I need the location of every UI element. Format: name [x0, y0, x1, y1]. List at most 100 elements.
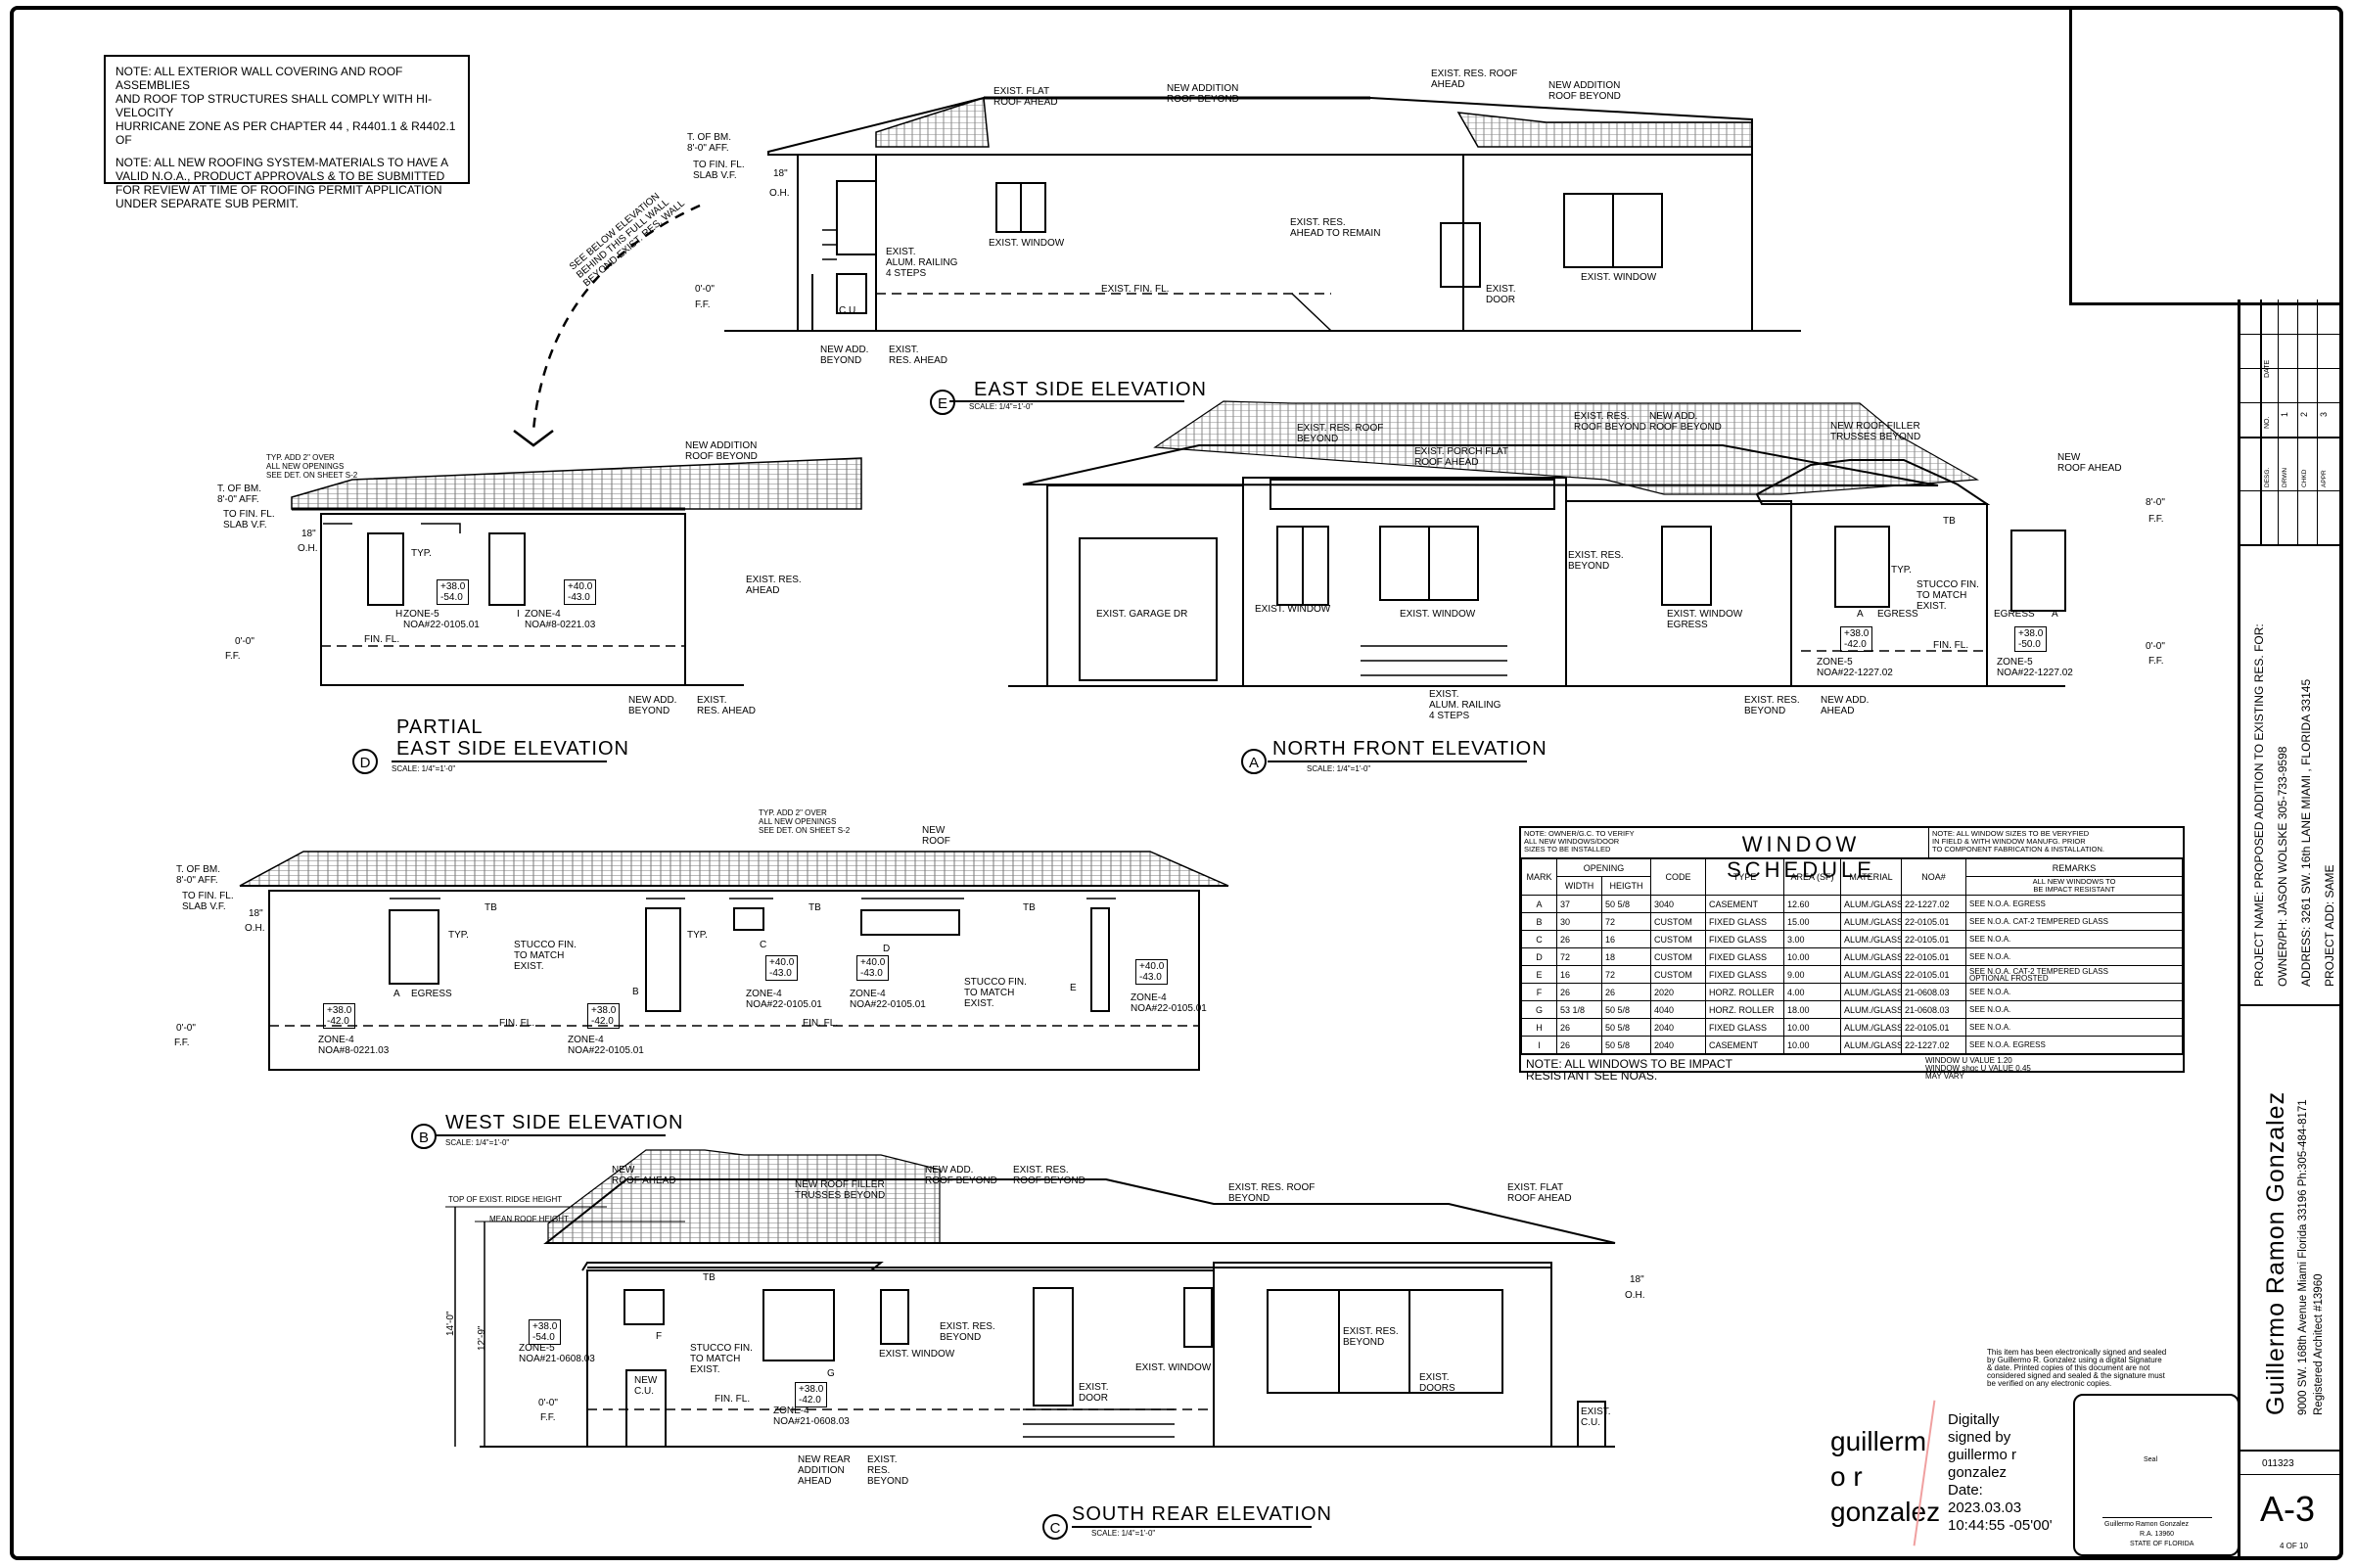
col-area: AREA (SF) — [1783, 858, 1842, 896]
south-elevation-title: SOUTH REAR ELEVATION — [1072, 1503, 1332, 1525]
window-schedule-cell: SEE N.O.A. — [1965, 983, 2183, 1001]
south-label: NEW C.U. — [634, 1375, 658, 1397]
schedule-impact-note: NOTE: ALL WINDOWS TO BE IMPACT RESISTANT… — [1526, 1057, 1732, 1083]
window-schedule-cell: FIXED GLASS — [1705, 1018, 1785, 1037]
revision-mark: 2 — [2299, 411, 2309, 417]
partial-east-label: ZONE-4 NOA#8-0221.03 — [525, 609, 596, 630]
schedule-note-left: NOTE: OWNER/G.C. TO VERIFY ALL NEW WINDO… — [1524, 829, 1635, 853]
partial-east-label: +38.0 -54.0 — [437, 579, 470, 605]
partial-east-elevation-drawing — [291, 457, 862, 686]
east-label: EXIST. DOOR — [1486, 284, 1516, 305]
east-label: F.F. — [695, 300, 711, 310]
east-label: NEW ADD. BEYOND — [820, 345, 869, 366]
design-header: CHKD — [2301, 469, 2308, 487]
window-schedule-cell: 50 5/8 — [1600, 895, 1652, 913]
south-label: EXIST. DOOR — [1079, 1382, 1109, 1404]
digital-signature-disclaimer: This item has been electronically signed… — [1987, 1348, 2167, 1388]
window-mark-cell: E — [1521, 965, 1557, 984]
window-schedule-cell: 37 — [1556, 895, 1602, 913]
col-mark: MARK — [1521, 858, 1557, 896]
window-mark-cell: D — [1521, 947, 1557, 966]
seal-ra: R.A. 13960 — [2140, 1531, 2175, 1538]
project-add: PROJECT ADD: SAME — [2323, 864, 2336, 987]
window-schedule-cell: 53 1/8 — [1556, 1000, 1602, 1019]
col-height: HEIGTH — [1600, 876, 1652, 896]
partial-east-label: ZONE-5 NOA#22-0105.01 — [403, 609, 480, 630]
west-label: +40.0 -43.0 — [1135, 959, 1169, 985]
south-label: F — [656, 1331, 663, 1342]
window-schedule-cell: FIXED GLASS — [1705, 912, 1785, 931]
south-label: EXIST. RES. ROOF BEYOND — [1228, 1182, 1316, 1204]
east-label: EXIST. FLAT ROOF AHEAD — [993, 86, 1058, 108]
west-label: NEW ROOF — [922, 825, 950, 847]
south-label: NEW REAR ADDITION AHEAD — [798, 1454, 851, 1487]
partial-east-label: TYP. — [411, 548, 432, 559]
south-label: EXIST. RES. ROOF BEYOND — [1013, 1165, 1085, 1186]
west-label: TB — [808, 902, 821, 913]
north-label: 8'-0" — [2146, 497, 2165, 508]
south-label: 12'-9" — [477, 1325, 487, 1351]
east-label: NEW ADDITION ROOF BEYOND — [1167, 83, 1239, 105]
architect-address: 9000 SW. 168th Avenue Miami Florida 3319… — [2297, 1099, 2309, 1415]
north-label: A — [1857, 609, 1864, 620]
window-schedule-cell: SEE N.O.A. CAT-2 TEMPERED GLASS OPTIONAL… — [1965, 965, 2183, 984]
design-header: DESG. — [2264, 467, 2271, 487]
south-label: TOP OF EXIST. RIDGE HEIGHT — [448, 1195, 563, 1204]
window-schedule-cell: HORZ. ROLLER — [1705, 1000, 1785, 1019]
west-label: TYP. — [448, 930, 469, 941]
partial-east-title-line2: EAST SIDE ELEVATION — [396, 738, 629, 760]
window-schedule-cell: 26 — [1556, 930, 1602, 948]
west-elevation-title: WEST SIDE ELEVATION — [445, 1112, 684, 1133]
partial-east-title-line1: PARTIAL — [396, 716, 484, 738]
window-schedule-cell: SEE N.O.A. — [1965, 947, 2183, 966]
north-label: +38.0 -50.0 — [2014, 626, 2048, 652]
north-label: EXIST. RES. BEYOND — [1568, 550, 1624, 572]
partial-east-label: NEW ADD. BEYOND — [628, 695, 677, 716]
window-schedule-cell: 10.00 — [1783, 1036, 1842, 1054]
east-label: T. OF BM. 8'-0" AFF. — [687, 132, 731, 154]
west-label: FIN. FL. — [803, 1018, 839, 1029]
south-label: EXIST. WINDOW — [879, 1349, 955, 1360]
east-label: EXIST. ALUM. RAILING 4 STEPS — [886, 247, 958, 279]
east-label: O.H. — [769, 188, 790, 199]
window-schedule-cell: 18 — [1600, 947, 1652, 966]
south-label: 14'-0" — [445, 1311, 456, 1336]
schedule-title: WINDOW SCHEDULE — [1727, 832, 1875, 882]
window-schedule-header: NOTE: OWNER/G.C. TO VERIFY ALL NEW WINDO… — [1521, 828, 2183, 882]
project-info-block: PROJECT NAME: PROPOSED ADDITION TO EXIST… — [2240, 544, 2343, 1006]
north-label: EXIST. RES. BEYOND — [1744, 695, 1800, 716]
window-schedule-cell: CUSTOM — [1650, 965, 1707, 984]
seal-box: Seal Guillermo Ramon Gonzalez R.A. 13960… — [2073, 1394, 2240, 1556]
revision-mark: 1 — [2280, 411, 2289, 417]
south-label: EXIST. FLAT ROOF AHEAD — [1507, 1182, 1572, 1204]
west-elevation-scale: SCALE: 1/4"=1'-0" — [445, 1138, 510, 1147]
north-label: NEW ROOF AHEAD — [2057, 452, 2122, 474]
north-elevation-mark: A — [1241, 749, 1267, 774]
south-label: G — [827, 1368, 835, 1379]
south-label: FIN. FL. — [715, 1394, 751, 1405]
south-label: +38.0 -54.0 — [529, 1319, 562, 1345]
north-elevation-title: NORTH FRONT ELEVATION — [1272, 738, 1547, 760]
design-block: DESG. DRWN CHKD APPR — [2240, 437, 2343, 546]
window-schedule-cell: SEE N.O.A. EGRESS — [1965, 1036, 2183, 1054]
window-schedule-cell: HORZ. ROLLER — [1705, 983, 1785, 1001]
col-width: WIDTH — [1556, 876, 1602, 896]
west-label: O.H. — [245, 923, 265, 934]
partial-east-label: NEW ADDITION ROOF BEYOND — [685, 440, 758, 462]
window-schedule-cell: 4040 — [1650, 1000, 1707, 1019]
south-label: EXIST. RES. BEYOND — [867, 1454, 909, 1487]
partial-east-elevation-mark: D — [352, 749, 378, 774]
south-label: EXIST. C.U. — [1581, 1407, 1611, 1428]
architect-name: Guillermo Ramon Gonzalez — [2262, 1090, 2289, 1415]
col-material: MATERIAL — [1840, 858, 1903, 896]
north-label: NEW ROOF FILLER TRUSSES BEYOND — [1830, 421, 1921, 442]
window-schedule-cell: 22-0105.01 — [1901, 930, 1967, 948]
north-label: A — [2052, 609, 2058, 620]
window-schedule-cell: SEE N.O.A. — [1965, 1018, 2183, 1037]
south-label: EXIST. DOORS — [1419, 1372, 1455, 1394]
partial-east-label: EXIST. RES. AHEAD — [697, 695, 757, 716]
west-label: F.F. — [174, 1038, 190, 1048]
